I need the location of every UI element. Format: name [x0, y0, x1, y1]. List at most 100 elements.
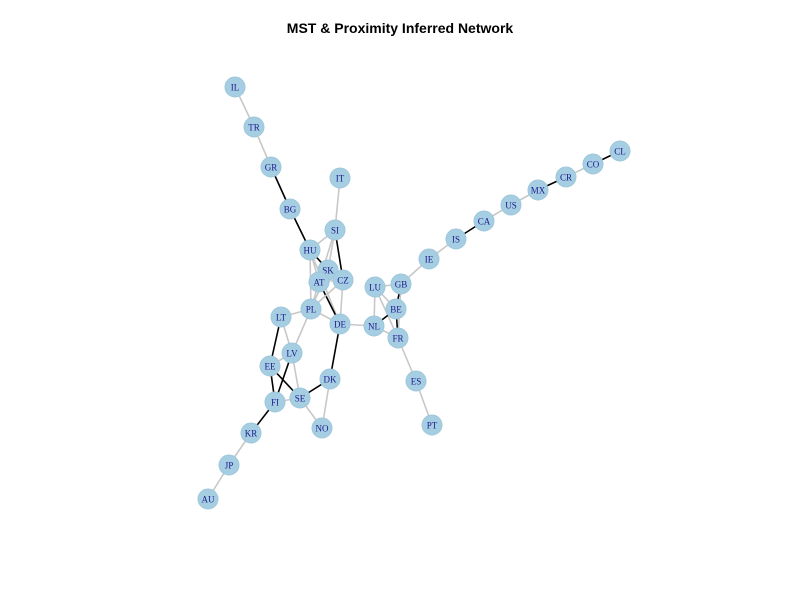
node-label: CO	[587, 160, 600, 170]
node-circle	[279, 198, 301, 220]
node-label: PT	[427, 421, 438, 431]
node-ie: IE	[418, 248, 440, 270]
node-label: CR	[560, 173, 572, 183]
node-label: CA	[478, 217, 491, 227]
node-label: IS	[452, 235, 460, 245]
node-bg: BG	[279, 198, 301, 220]
node-label: BG	[284, 205, 297, 215]
node-circle	[527, 179, 549, 201]
node-circle	[385, 298, 407, 320]
node-it: IT	[329, 167, 351, 189]
node-circle	[281, 342, 303, 364]
node-label: ES	[411, 377, 422, 387]
node-circle	[555, 166, 577, 188]
node-circle	[363, 315, 385, 337]
node-label: SI	[331, 226, 339, 236]
node-cz: CZ	[332, 269, 354, 291]
node-label: US	[505, 201, 517, 211]
node-label: IE	[425, 255, 434, 265]
node-label: MX	[531, 186, 546, 196]
node-kr: KR	[240, 422, 262, 444]
node-circle	[329, 313, 351, 335]
node-circle	[308, 271, 330, 293]
node-pl: PL	[300, 298, 322, 320]
node-circle	[224, 76, 246, 98]
node-circle	[300, 298, 322, 320]
node-circle	[270, 306, 292, 328]
node-circle	[364, 276, 386, 298]
node-fr: FR	[387, 327, 409, 349]
node-circle	[319, 368, 341, 390]
node-label: NO	[316, 424, 329, 434]
node-gr: GR	[260, 156, 282, 178]
node-hu: HU	[299, 239, 321, 261]
node-label: FI	[271, 398, 279, 408]
node-ee: EE	[259, 355, 281, 377]
node-label: LT	[276, 313, 287, 323]
node-circle	[218, 454, 240, 476]
node-circle	[609, 140, 631, 162]
node-label: SE	[295, 394, 306, 404]
node-dk: DK	[319, 368, 341, 390]
node-si: SI	[324, 219, 346, 241]
node-gb: GB	[390, 273, 412, 295]
node-label: BE	[390, 305, 402, 315]
node-circle	[264, 391, 286, 413]
node-label: GR	[265, 163, 278, 173]
node-lt: LT	[270, 306, 292, 328]
node-label: JP	[225, 461, 234, 471]
diagram-title: MST & Proximity Inferred Network	[286, 20, 514, 36]
node-be: BE	[385, 298, 407, 320]
node-label: EE	[265, 362, 276, 372]
node-label: DE	[334, 320, 346, 330]
node-pt: PT	[421, 414, 443, 436]
node-circle	[473, 210, 495, 232]
node-circle	[582, 153, 604, 175]
node-nl: NL	[363, 315, 385, 337]
node-label: CZ	[337, 276, 349, 286]
node-at: AT	[308, 271, 330, 293]
node-de: DE	[329, 313, 351, 335]
node-label: HU	[304, 246, 317, 256]
node-circle	[421, 414, 443, 436]
node-cr: CR	[555, 166, 577, 188]
node-tr: TR	[243, 116, 265, 138]
node-circle	[324, 219, 346, 241]
node-label: LV	[286, 349, 298, 359]
node-lu: LU	[364, 276, 386, 298]
node-label: NL	[368, 322, 380, 332]
node-circle	[197, 488, 219, 510]
node-fi: FI	[264, 391, 286, 413]
node-circle	[500, 194, 522, 216]
node-mx: MX	[527, 179, 549, 201]
node-circle	[390, 273, 412, 295]
node-label: LU	[369, 283, 381, 293]
node-circle	[289, 387, 311, 409]
node-label: AT	[314, 278, 326, 288]
node-cl: CL	[609, 140, 631, 162]
node-label: IL	[231, 83, 240, 93]
node-label: PL	[306, 305, 317, 315]
node-label: TR	[248, 123, 260, 133]
node-co: CO	[582, 153, 604, 175]
node-circle	[329, 167, 351, 189]
node-se: SE	[289, 387, 311, 409]
node-circle	[311, 417, 333, 439]
node-label: DK	[324, 375, 337, 385]
node-label: IT	[336, 174, 345, 184]
node-no: NO	[311, 417, 333, 439]
node-us: US	[500, 194, 522, 216]
node-jp: JP	[218, 454, 240, 476]
node-au: AU	[197, 488, 219, 510]
node-circle	[387, 327, 409, 349]
edges-layer	[207, 86, 621, 500]
node-circle	[299, 239, 321, 261]
node-is: IS	[445, 228, 467, 250]
node-ca: CA	[473, 210, 495, 232]
node-circle	[445, 228, 467, 250]
node-es: ES	[405, 370, 427, 392]
node-label: GB	[395, 280, 408, 290]
